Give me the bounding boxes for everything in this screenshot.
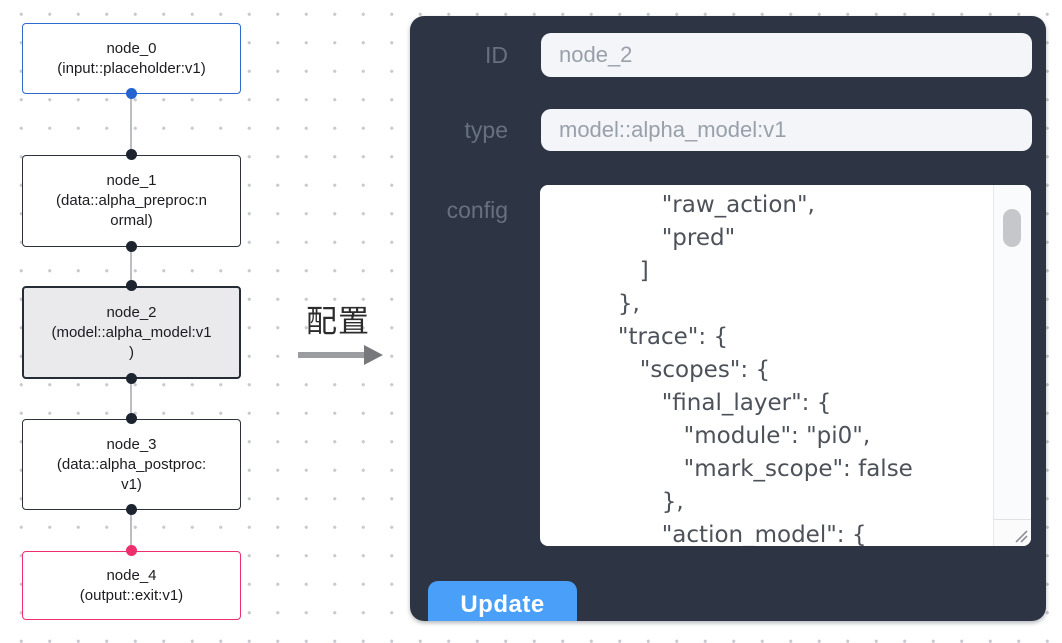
port-node0-output[interactable]: [126, 88, 137, 99]
update-button[interactable]: Update: [428, 581, 577, 621]
resize-handle-icon: [1015, 530, 1028, 543]
graph-node-node_0[interactable]: node_0 (input::placeholder:v1): [22, 23, 241, 94]
config-scrollbar-thumb[interactable]: [1003, 209, 1021, 247]
edge-node3-node4: [130, 510, 132, 551]
port-node1-input[interactable]: [126, 149, 137, 160]
edge-node0-node1: [130, 94, 132, 155]
type-field-label: type: [464, 117, 508, 143]
graph-node-node_2-selected[interactable]: node_2 (model::alpha_model:v1 ): [22, 286, 241, 379]
type-input[interactable]: [541, 109, 1032, 151]
node-type-label: (data::alpha_postproc: v1): [56, 455, 207, 493]
id-input[interactable]: [541, 33, 1032, 77]
node-title: node_0: [106, 39, 157, 57]
edge-node2-node3: [130, 379, 132, 419]
right-arrow-icon: [298, 345, 383, 365]
config-annotation: 配置: [288, 296, 388, 365]
port-node4-input[interactable]: [126, 545, 137, 556]
config-scrollbar[interactable]: [993, 185, 1031, 546]
node-type-label: (output::exit:v1): [79, 586, 184, 604]
node-type-label: (model::alpha_model:v1 ): [51, 323, 212, 361]
port-node3-input[interactable]: [126, 413, 137, 424]
graph-node-node_4[interactable]: node_4 (output::exit:v1): [22, 551, 241, 620]
edge-node1-node2: [130, 247, 132, 286]
node-title: node_2: [106, 303, 157, 321]
id-field-label: ID: [485, 42, 508, 68]
config-textarea[interactable]: "raw_action", "pred" ] }, "trace": { "sc…: [540, 185, 1031, 546]
port-node2-input[interactable]: [126, 280, 137, 291]
node-title: node_4: [106, 566, 157, 584]
graph-node-node_1[interactable]: node_1 (data::alpha_preproc:n ormal): [22, 155, 241, 247]
node-title: node_1: [106, 172, 157, 189]
port-node2-output[interactable]: [126, 373, 137, 384]
port-node1-output[interactable]: [126, 241, 137, 252]
config-json-text[interactable]: "raw_action", "pred" ] }, "trace": { "sc…: [617, 192, 913, 546]
node-type-label: (input::placeholder:v1): [57, 59, 206, 77]
config-annotation-label: 配置: [306, 304, 370, 339]
config-field-label: config: [446, 197, 508, 223]
config-resize-corner[interactable]: [994, 519, 1031, 546]
port-node3-output[interactable]: [126, 504, 137, 515]
node-type-label: (data::alpha_preproc:n ormal): [56, 192, 207, 229]
node-title: node_3: [106, 435, 157, 453]
node-config-panel: ID type config "raw_action", "pred" ] },…: [410, 16, 1046, 621]
graph-node-node_3[interactable]: node_3 (data::alpha_postproc: v1): [22, 419, 241, 510]
